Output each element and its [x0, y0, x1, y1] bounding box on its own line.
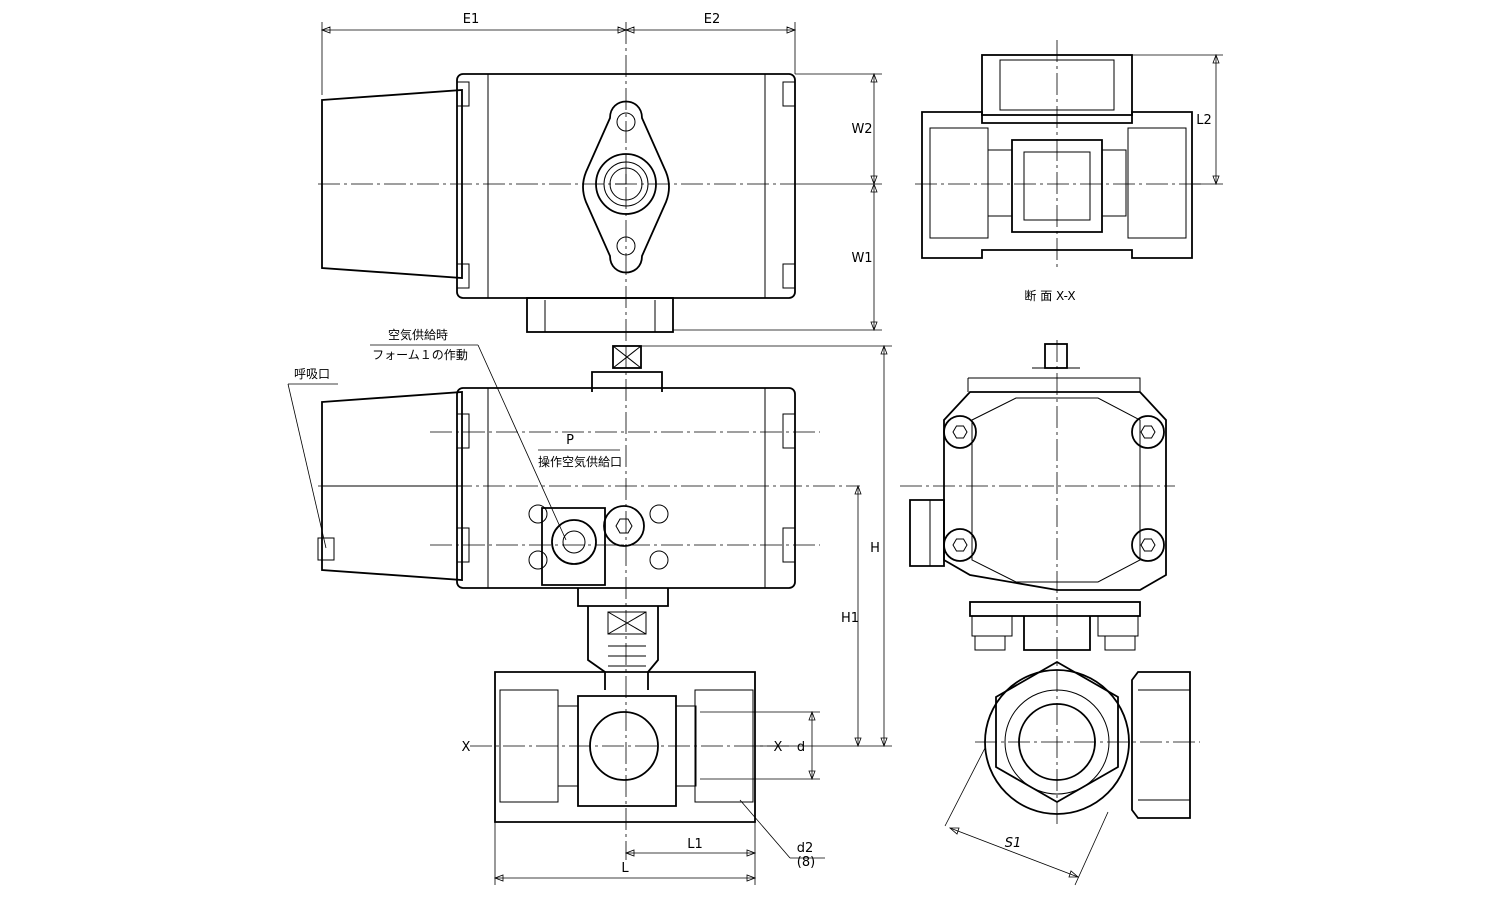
dim-d2-sub: (8)	[797, 855, 815, 870]
section-label: 断 面 X-X	[1024, 288, 1075, 303]
dim-d: d	[797, 740, 805, 755]
dim-e2: E2	[704, 12, 721, 27]
dim-h1: H1	[841, 611, 859, 626]
air-supply-label: 空気供給時	[388, 327, 448, 342]
air-supply-action-label: フォーム１の作動	[372, 348, 468, 362]
front-view	[317, 345, 860, 860]
section-view	[915, 40, 1223, 270]
top-view-dimensions	[320, 22, 882, 332]
port-p-label: P	[566, 433, 574, 448]
side-view	[900, 340, 1200, 886]
section-mark-left: X	[462, 740, 471, 755]
dim-w2: W2	[851, 122, 872, 137]
breather-label: 呼吸口	[294, 367, 330, 381]
dim-e1: E1	[463, 12, 480, 27]
dim-w1: W1	[851, 251, 872, 266]
section-mark-right: X	[774, 740, 783, 755]
dim-d2: d2	[797, 841, 814, 856]
dim-l1: L1	[687, 837, 703, 852]
dim-l2: L2	[1196, 113, 1212, 128]
top-view	[318, 22, 800, 345]
dim-h: H	[870, 541, 880, 556]
dim-s1: S1	[1005, 836, 1022, 851]
front-view-dimensions	[287, 344, 892, 885]
dim-l: L	[621, 861, 629, 876]
operating-air-port-label: 操作空気供給口	[538, 454, 622, 469]
